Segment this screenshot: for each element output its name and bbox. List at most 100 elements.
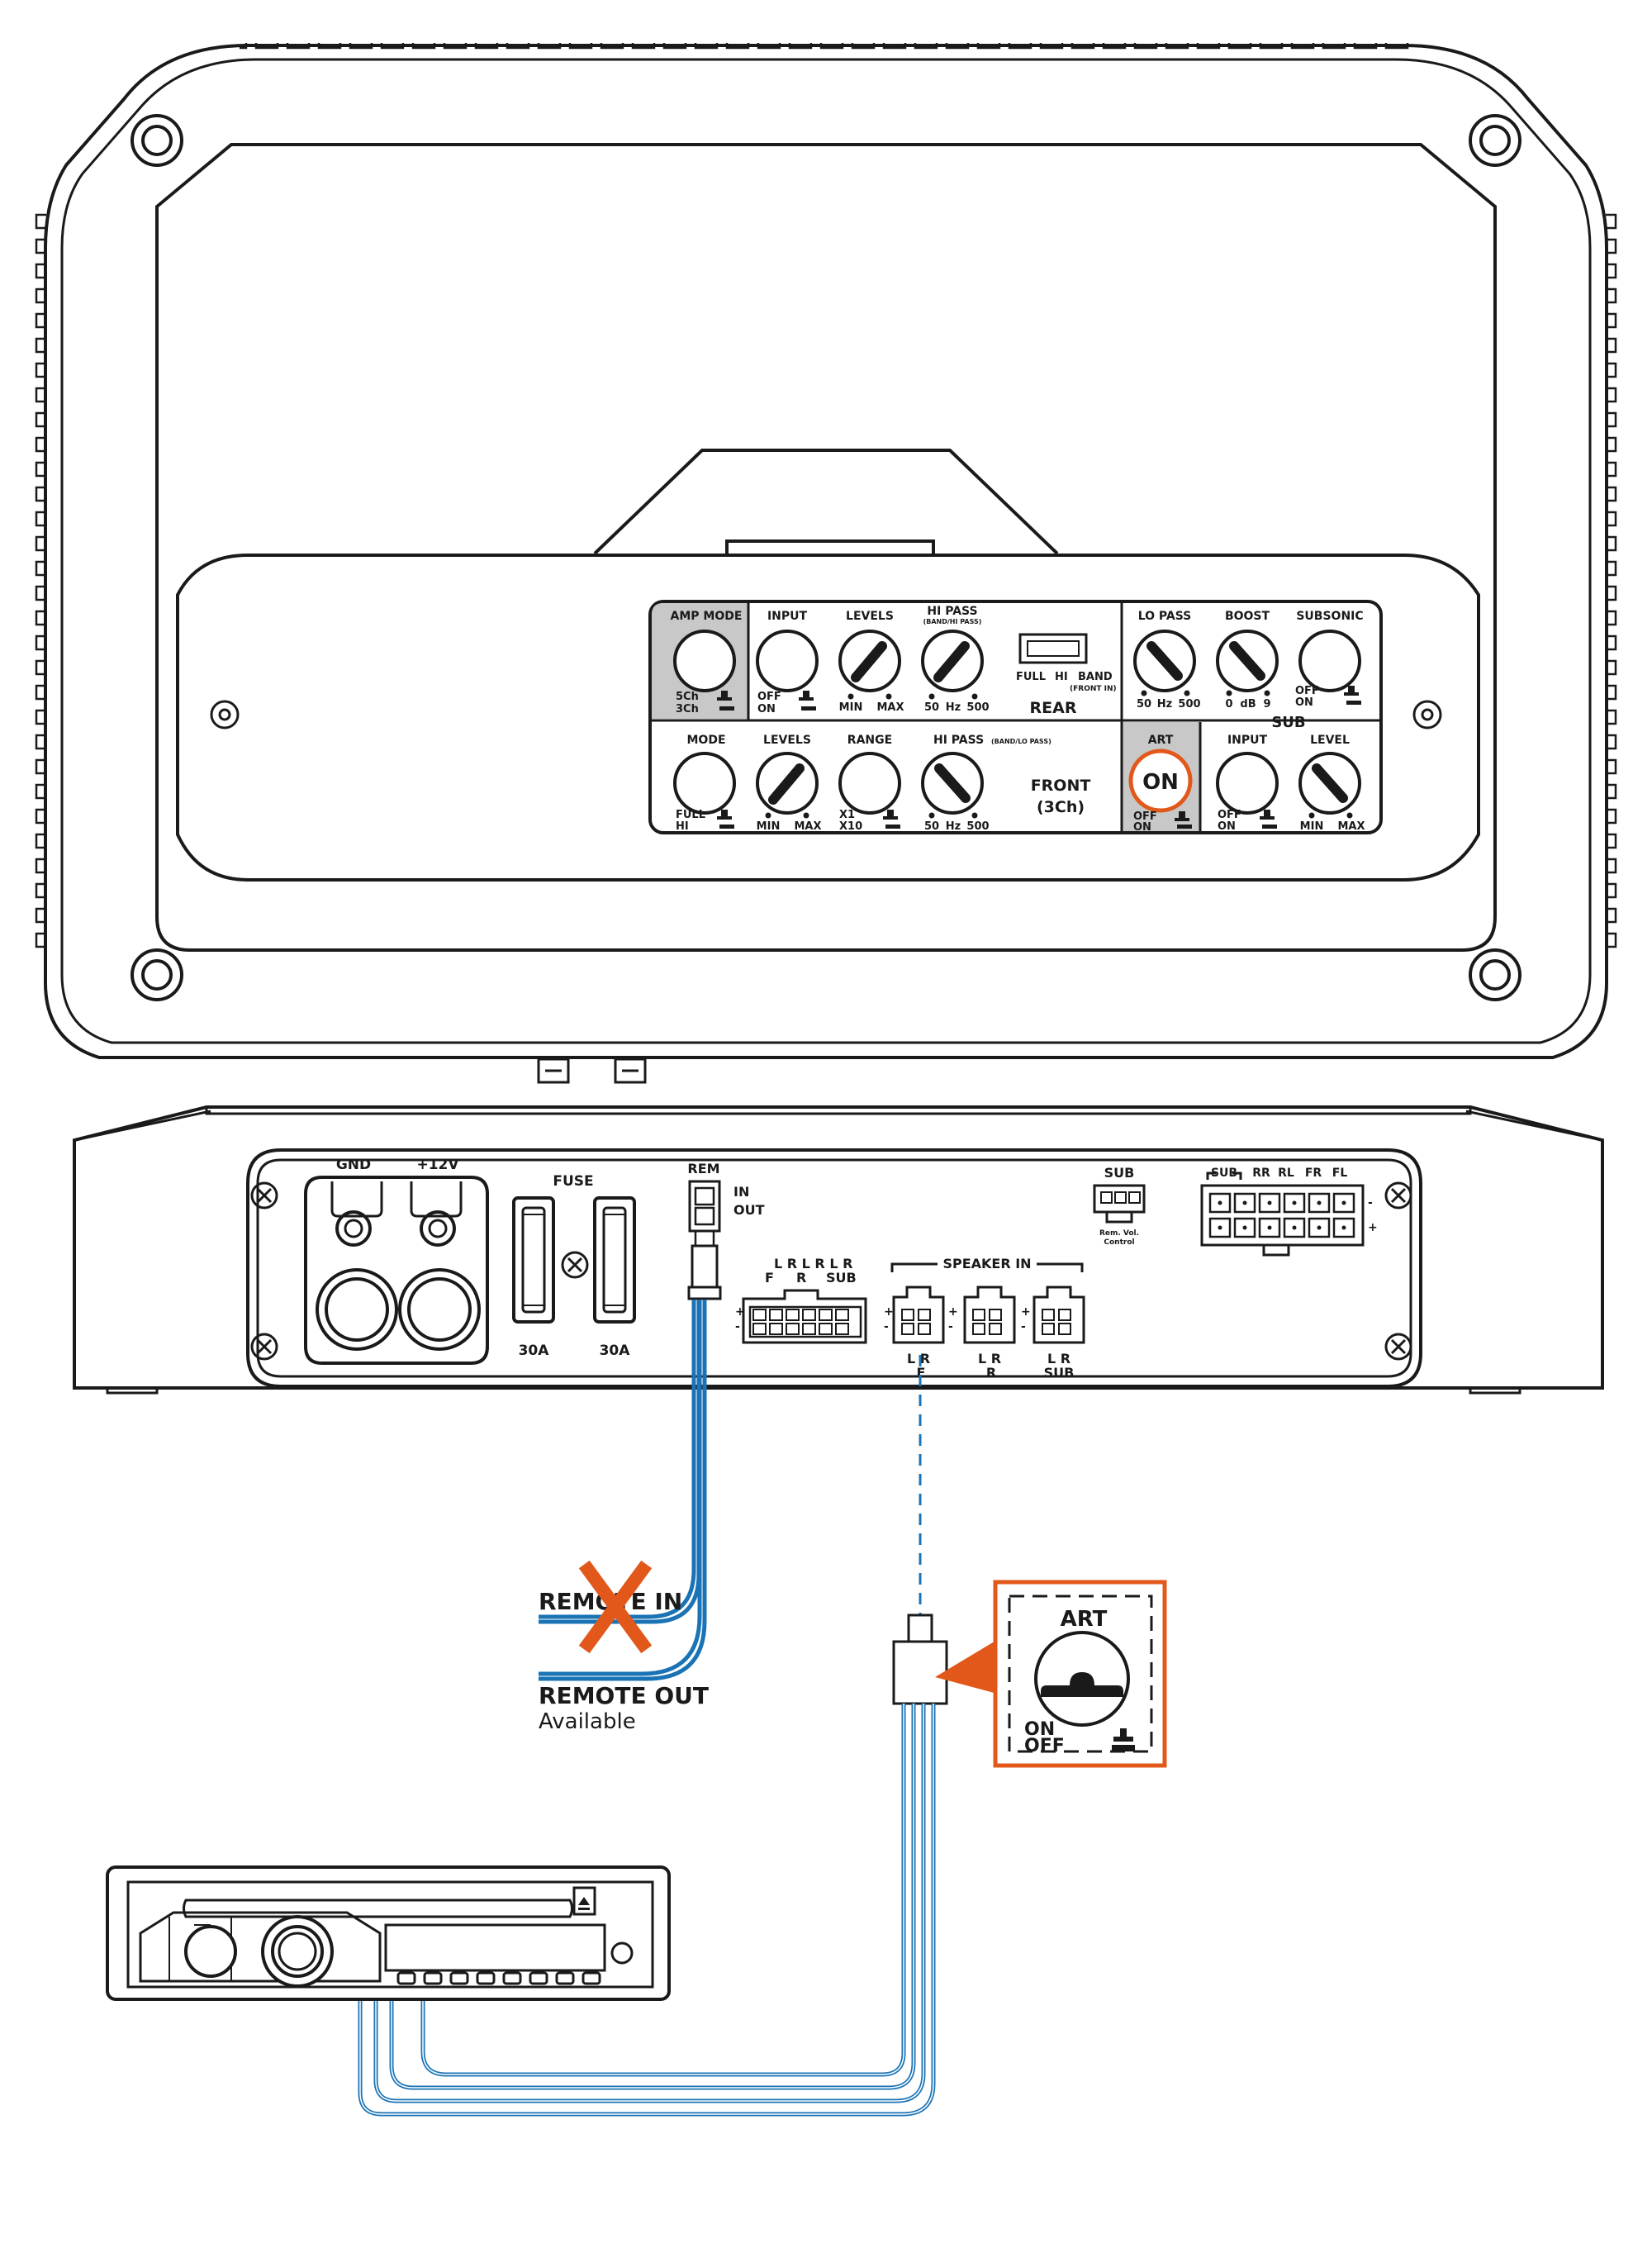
speaker-out-connector[interactable] xyxy=(1200,1184,1365,1257)
speaker-in-bracket xyxy=(890,1262,1084,1272)
side-top-edge xyxy=(205,1105,1472,1115)
top-vents xyxy=(240,43,1412,61)
art-opt-on: ON xyxy=(1133,821,1151,834)
connector-bezel xyxy=(246,1148,1422,1388)
out-minus: - xyxy=(1368,1196,1373,1210)
out-fr-label: FR xyxy=(1305,1167,1322,1180)
preset-button-5[interactable] xyxy=(502,1971,522,1985)
preset-button-2[interactable] xyxy=(423,1971,443,1985)
out-fl-label: FL xyxy=(1332,1167,1348,1180)
plus12v-screw[interactable] xyxy=(420,1210,456,1247)
amp-mode-opt-3ch: 3Ch xyxy=(676,703,699,715)
range-front-switch-icon xyxy=(883,810,900,829)
rem-in-label: IN xyxy=(733,1184,749,1200)
speaker-in-sub-connector[interactable] xyxy=(1032,1286,1085,1344)
head-unit xyxy=(106,1865,671,2001)
mode-front-button[interactable] xyxy=(673,752,736,815)
terminal-recesses xyxy=(330,1181,463,1218)
amplifier-side: GND +12V FUSE 30A 30A REM IN OUT xyxy=(73,1105,1604,1395)
head-unit-faceplate xyxy=(126,1880,654,1989)
speaker-in-label: SPEAKER IN xyxy=(942,1256,1031,1271)
cd-slot[interactable] xyxy=(183,1899,573,1918)
rem-connector[interactable] xyxy=(687,1180,722,1300)
amp-outer-shell xyxy=(44,44,1608,1059)
side-bevels xyxy=(74,1110,1603,1142)
levels-rear-pointer xyxy=(851,641,887,682)
rca-input-connector[interactable] xyxy=(742,1289,867,1344)
art-callout-off: OFF xyxy=(1024,1736,1065,1756)
speaker-plug[interactable] xyxy=(892,1614,948,1705)
levels-rear-max: MAX xyxy=(876,701,904,714)
bezel-screw-3 xyxy=(1384,1181,1412,1210)
speaker-in-rear-connector[interactable] xyxy=(963,1286,1016,1344)
fuse-1-rating: 30A xyxy=(519,1343,550,1359)
rear-label: REAR xyxy=(1030,699,1077,717)
subsonic-title: SUBSONIC xyxy=(1296,610,1363,623)
boost-pointer xyxy=(1229,641,1265,681)
preset-button-7[interactable] xyxy=(555,1971,575,1985)
side-feet xyxy=(106,1388,1521,1395)
input-sub-button[interactable] xyxy=(1216,752,1279,815)
corner-screw-bl xyxy=(131,948,183,1001)
speaker-in-front-connector[interactable] xyxy=(892,1286,945,1344)
lo-pass-dot-50 xyxy=(1141,690,1147,696)
input-sub-opt-off: OFF xyxy=(1218,809,1241,821)
art-callout-title: ART xyxy=(1061,1607,1108,1632)
preset-button-3[interactable] xyxy=(449,1971,469,1985)
preset-button-6[interactable] xyxy=(529,1971,548,1985)
amp-mode-button[interactable] xyxy=(673,630,736,692)
band-switch[interactable] xyxy=(1018,633,1088,664)
preset-button-1[interactable] xyxy=(396,1971,416,1985)
art-callout: ART ON OFF xyxy=(935,1580,1167,1768)
levels-rear-min: MIN xyxy=(839,701,863,714)
corner-screw-tr xyxy=(1469,114,1521,167)
amp-mode-opt-5ch: 5Ch xyxy=(676,691,699,703)
spk-plus-1: + xyxy=(884,1305,894,1319)
subsonic-button[interactable] xyxy=(1298,630,1361,692)
gnd-socket[interactable] xyxy=(316,1268,398,1351)
aux-input[interactable] xyxy=(610,1941,634,1965)
art-callout-on: ON xyxy=(1024,1719,1055,1740)
preset-button-4[interactable] xyxy=(476,1971,496,1985)
remote-out-wire-inner xyxy=(539,1300,702,1676)
level-sub-title: LEVEL xyxy=(1310,734,1350,747)
corner-screw-tl xyxy=(131,114,183,167)
sub-remote-connector[interactable] xyxy=(1093,1184,1146,1224)
fuse-screw xyxy=(561,1251,589,1279)
eject-icon xyxy=(578,1897,590,1910)
band-note: (FRONT IN) xyxy=(1070,685,1117,693)
hipass-rear-500: 500 xyxy=(966,701,989,714)
bezel-screw-4 xyxy=(1384,1333,1412,1361)
plus12v-label: +12V xyxy=(416,1157,459,1173)
preset-buttons xyxy=(396,1971,601,1985)
spk-r-label: R xyxy=(986,1365,996,1381)
gnd-screw[interactable] xyxy=(335,1210,372,1247)
art-opt-off: OFF xyxy=(1133,810,1157,823)
spk-minus-1: - xyxy=(884,1320,889,1333)
connector-bezel-inner xyxy=(256,1158,1412,1378)
hipass-rear-title: HI PASS xyxy=(927,605,977,618)
power-button[interactable] xyxy=(184,1925,237,1978)
rca-f-label: F xyxy=(765,1270,774,1286)
input-sub-opt-on: ON xyxy=(1218,820,1236,833)
out-rr-label: RR xyxy=(1252,1167,1270,1180)
preset-button-8[interactable] xyxy=(582,1971,601,1985)
front-3ch-label: (3Ch) xyxy=(1037,798,1085,816)
mode-front-title: MODE xyxy=(686,734,725,747)
art-button[interactable] xyxy=(1128,749,1193,813)
input-rear-button[interactable] xyxy=(756,630,819,692)
remote-in-wire xyxy=(539,1300,696,1619)
remote-out-available: Available xyxy=(539,1709,636,1734)
eject-button[interactable] xyxy=(572,1886,596,1916)
art-callout-dashed-border xyxy=(1008,1595,1153,1753)
fuse-1[interactable] xyxy=(512,1196,555,1324)
fuse-label: FUSE xyxy=(553,1173,593,1190)
side-vents-left xyxy=(48,207,66,1033)
fuse-2[interactable] xyxy=(593,1196,636,1324)
plus12v-socket[interactable] xyxy=(398,1268,481,1351)
lo-pass-unit: Hz xyxy=(1157,698,1172,711)
hipass-rear-unit: Hz xyxy=(946,701,961,714)
amp-mode-switch-icon xyxy=(717,691,734,711)
range-front-button[interactable] xyxy=(838,752,901,815)
remote-in-wire-inner xyxy=(539,1300,701,1624)
